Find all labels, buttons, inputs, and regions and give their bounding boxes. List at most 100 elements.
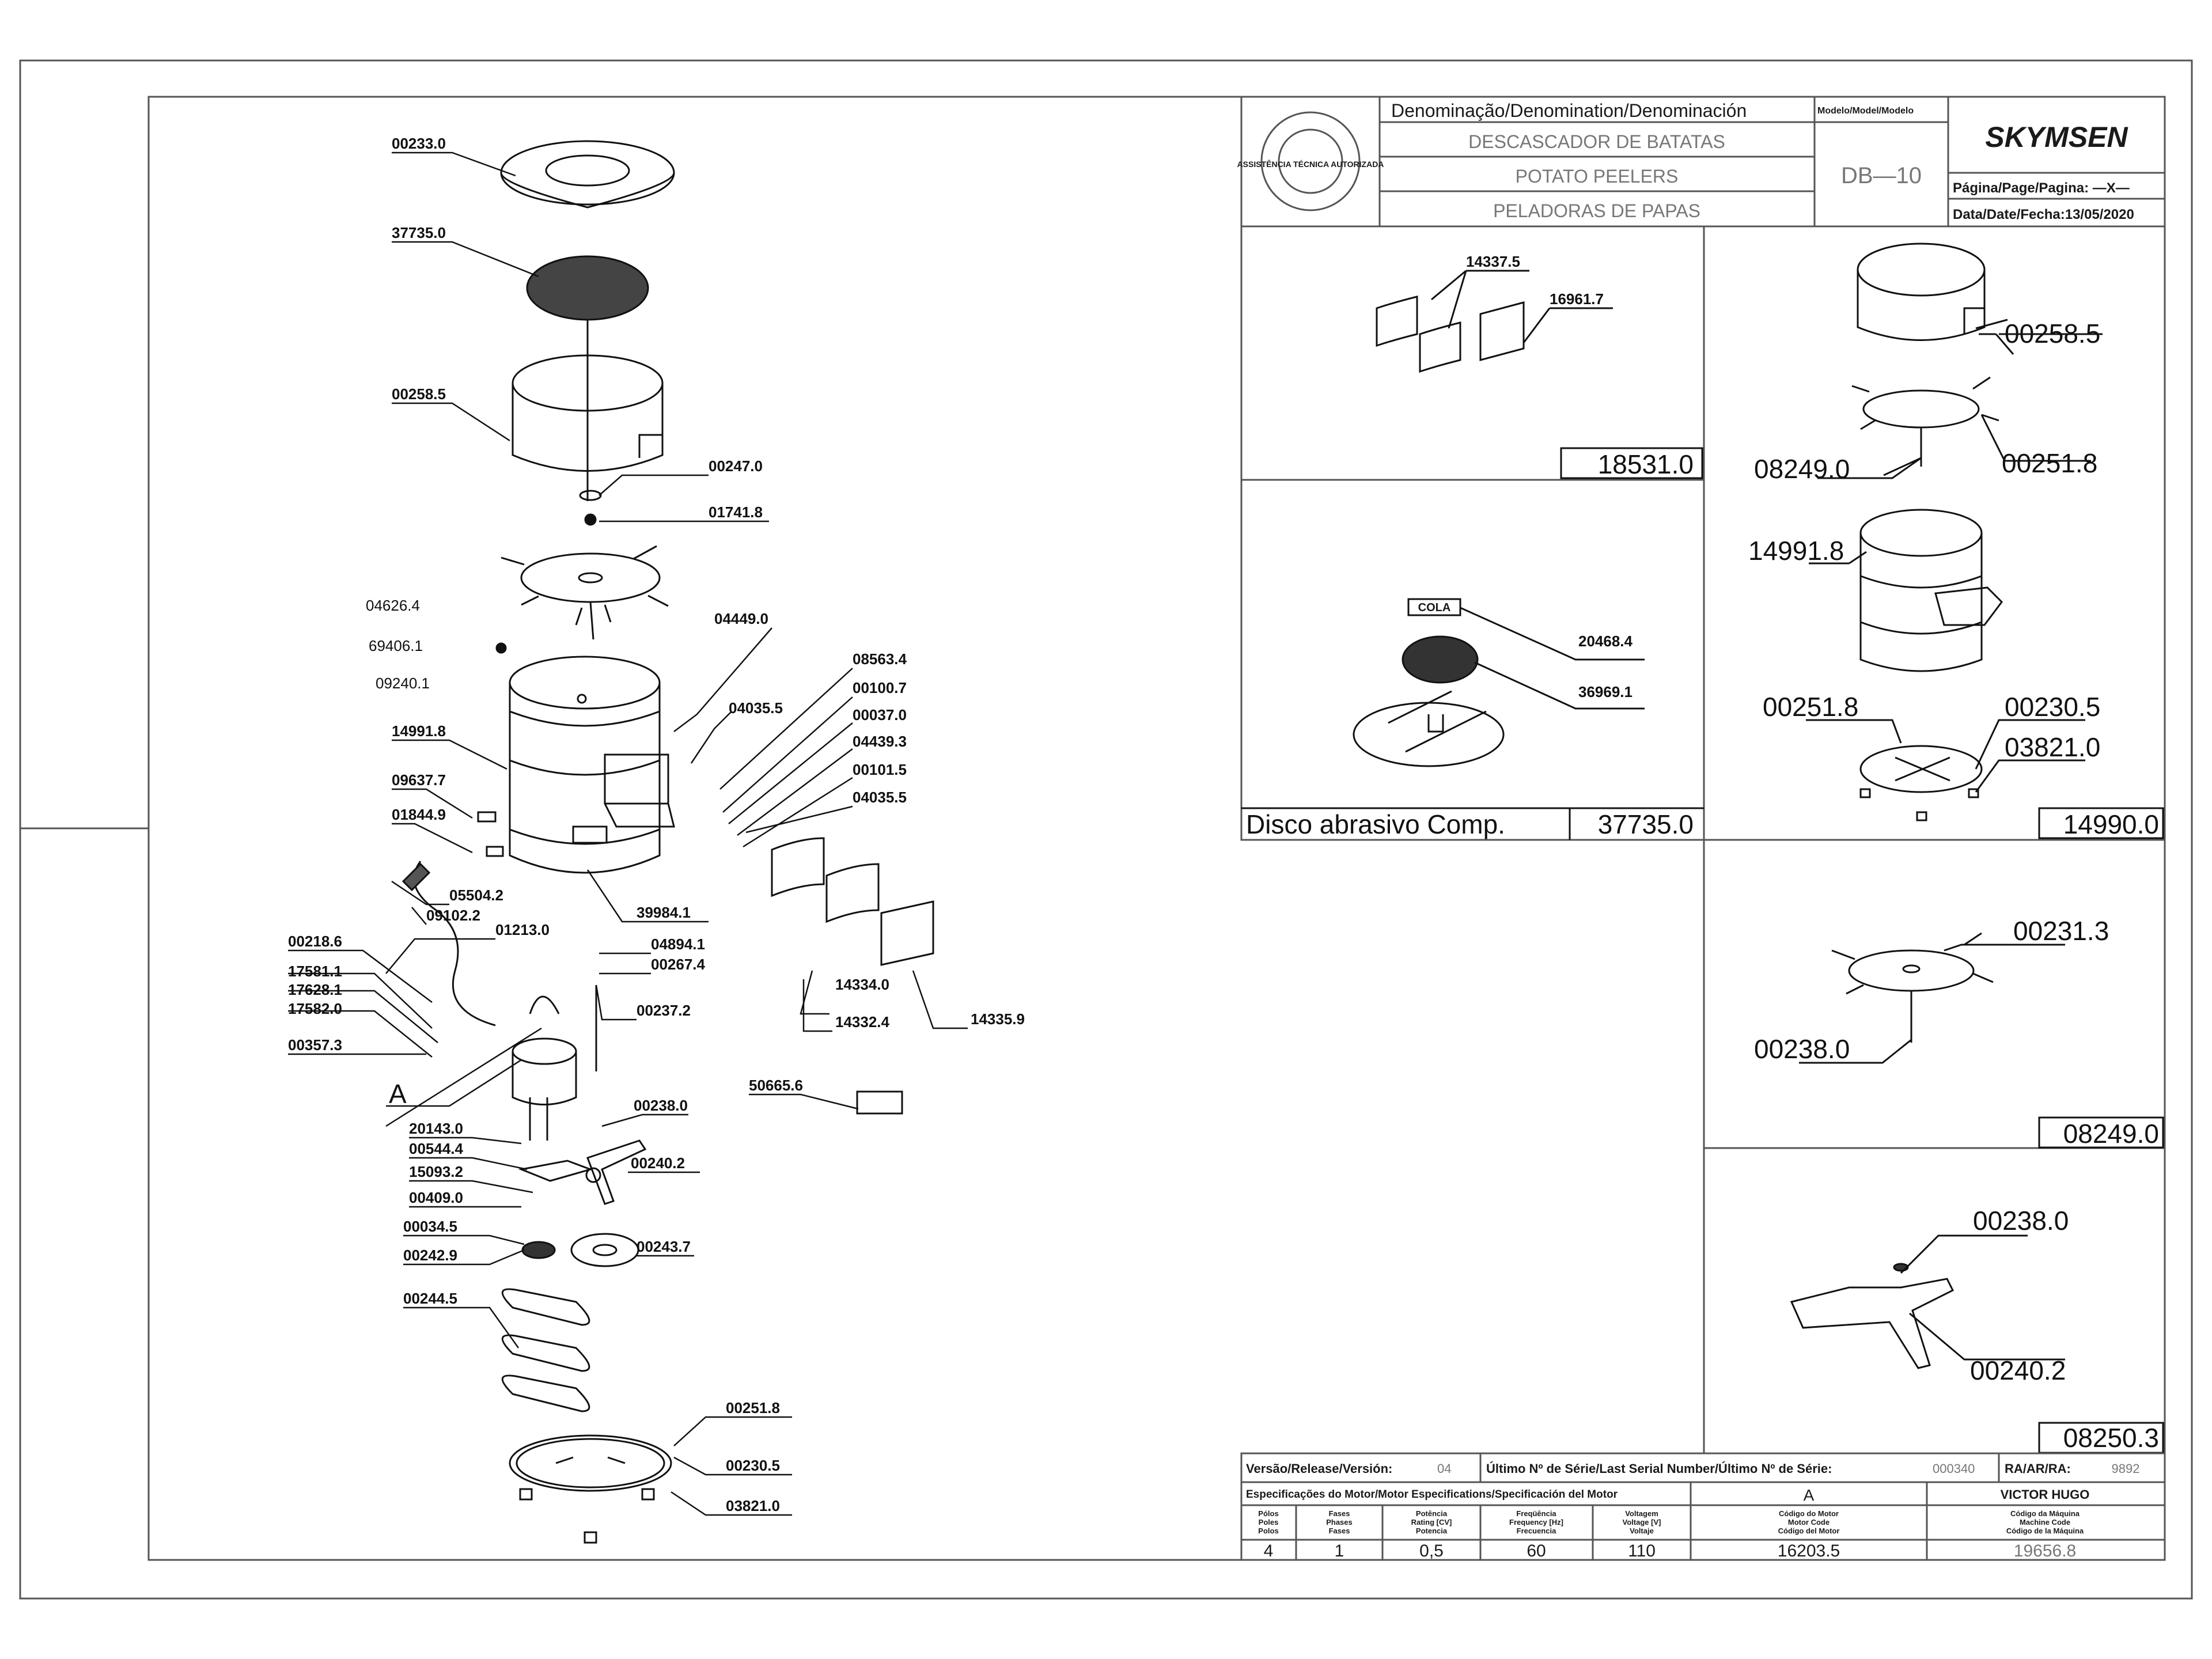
part-label: 20468.4	[1578, 632, 1633, 650]
phases-value: 1	[1335, 1541, 1344, 1560]
spec-cell-text: Poles	[1259, 1518, 1279, 1527]
spec-cell-text: Potência	[1416, 1509, 1448, 1518]
part-label: 00242.9	[403, 1247, 457, 1264]
part-label: 00258.5	[392, 385, 446, 403]
inner-frame	[147, 96, 2166, 1561]
part-label: 08249.0	[1754, 454, 1850, 484]
spec-table-text: Versão/Release/Versión: 04 Último Nº de …	[1246, 1461, 2139, 1560]
kit-code: 14990.0	[2063, 809, 2159, 839]
part-label: 00218.6	[288, 933, 342, 950]
frequency-value: 60	[1527, 1541, 1546, 1560]
part-label: 03821.0	[2005, 732, 2100, 762]
part-label: 17581.1	[288, 963, 342, 980]
denomination-header: Denominação/Denomination/Denominación	[1391, 100, 1747, 121]
title-block	[1240, 96, 2166, 228]
part-label: 08563.4	[853, 650, 907, 668]
kit-08249-labels: 00231.3 00238.0 08249.0	[1754, 916, 2159, 1149]
part-label: 39984.1	[637, 904, 691, 921]
rating-value: 0,5	[1419, 1541, 1444, 1560]
spec-cell-text: Voltaje	[1630, 1527, 1654, 1535]
serial-label: Último Nº de Série/Last Serial Number/Úl…	[1486, 1461, 1832, 1476]
part-label: 50665.6	[749, 1077, 803, 1094]
part-label: 00251.8	[2002, 448, 2097, 478]
spec-table-grid	[1240, 1452, 2166, 1561]
kit-code: 18531.0	[1598, 449, 1694, 479]
motor-label: A	[389, 1079, 407, 1109]
spec-cell-text: Fases	[1329, 1527, 1350, 1535]
name-es: PELADORAS DE PAPAS	[1493, 200, 1700, 221]
part-label: 00238.0	[1754, 1034, 1850, 1064]
serial-value: 000340	[1933, 1461, 1975, 1476]
part-label: 04449.0	[714, 610, 768, 627]
part-label: 00230.5	[2005, 692, 2100, 722]
spec-cell-text: Código do Motor	[1779, 1509, 1839, 1518]
part-label: 00233.0	[392, 135, 446, 152]
name-pt: DESCASCADOR DE BATATAS	[1468, 131, 1725, 152]
spec-cell-text: Polos	[1258, 1527, 1278, 1535]
motor-letter: A	[1804, 1486, 1815, 1504]
part-label: 09102.2	[426, 907, 480, 924]
part-label: 09637.7	[392, 771, 446, 789]
part-label: 14991.8	[392, 722, 446, 740]
part-label: 00230.5	[726, 1457, 780, 1474]
main-part-labels: 00233.0 37735.0 00258.5 00247.0 01741.8 …	[288, 135, 1025, 1514]
part-label: 04894.1	[651, 935, 705, 953]
machine-code-value: 19656.8	[2014, 1541, 2076, 1560]
kit-14990-labels: 00258.5 08249.0 00251.8 14991.8 00251.8 …	[1748, 319, 2159, 839]
part-label: 04035.5	[729, 699, 783, 717]
outer-frame	[19, 59, 2193, 1600]
part-label: 36969.1	[1578, 683, 1633, 700]
kit-14990-drawing	[1806, 243, 2164, 839]
kit-18531-labels: 14337.5 16961.7 18531.0	[1466, 253, 1694, 479]
kit-code: 37735.0	[1598, 809, 1694, 839]
title-block-text: Denominação/Denomination/Denominación Mo…	[1237, 100, 2134, 222]
seal-text: ASSISTÊNCIA TÉCNICA AUTORIZADA	[1237, 159, 1384, 169]
part-label: 17582.0	[288, 1000, 342, 1017]
voltage-value: 110	[1628, 1541, 1656, 1560]
leader-lines	[288, 151, 968, 1516]
part-label: 04626.4	[366, 597, 420, 614]
date-label: Data/Date/Fecha:13/05/2020	[1953, 207, 2134, 222]
spec-cell-text: Código del Motor	[1778, 1527, 1840, 1535]
version-value: 04	[1437, 1461, 1451, 1476]
part-label: 03821.0	[726, 1497, 780, 1514]
version-label: Versão/Release/Versión:	[1246, 1461, 1392, 1476]
kit-37735-labels: COLA 20468.4 36969.1 Disco abrasivo Comp…	[1246, 601, 1694, 839]
part-label: 15093.2	[409, 1163, 463, 1180]
part-label: 00037.0	[853, 706, 907, 724]
spec-cell-text: Código de la Máquina	[2006, 1527, 2084, 1535]
part-label: 14334.0	[835, 976, 889, 993]
part-label: 00240.2	[1970, 1355, 2066, 1385]
brand-logo: SKYMSEN	[1985, 121, 2128, 153]
name-en: POTATO PEELERS	[1516, 166, 1679, 187]
part-label: 14991.8	[1748, 536, 1844, 566]
part-label: 00357.3	[288, 1036, 342, 1054]
part-label: 00238.0	[634, 1097, 688, 1114]
part-label: 00251.8	[726, 1399, 780, 1416]
part-label: 00231.3	[2013, 916, 2109, 946]
spec-cell-text: Voltagem	[1625, 1509, 1658, 1518]
spec-cell-text: Freqüência	[1516, 1509, 1556, 1518]
part-label: 00267.4	[651, 956, 706, 973]
part-label: 20143.0	[409, 1120, 463, 1137]
spec-cell-text: Rating [CV]	[1411, 1518, 1452, 1527]
part-label: 17628.1	[288, 981, 342, 998]
part-label: 00034.5	[403, 1218, 457, 1235]
part-label: 16961.7	[1550, 290, 1604, 308]
technician: VICTOR HUGO	[2001, 1487, 2090, 1502]
part-label: 00544.4	[409, 1140, 464, 1157]
spec-cell-text: Frecuencia	[1517, 1527, 1556, 1535]
panel-grid	[1240, 225, 2166, 1455]
part-label: 69406.1	[369, 637, 423, 654]
part-label: 00247.0	[709, 457, 763, 475]
model-code: DB—10	[1841, 163, 1922, 188]
kit-title: Disco abrasivo Comp.	[1246, 809, 1505, 839]
kit-08250-labels: 00238.0 00240.2 08250.3	[1970, 1206, 2159, 1453]
part-label: 14337.5	[1466, 253, 1520, 270]
kit-08250-drawing	[1790, 1234, 2164, 1454]
part-label: 09240.1	[376, 675, 430, 692]
poles-value: 4	[1264, 1541, 1274, 1560]
part-label: 01213.0	[495, 921, 550, 938]
exploded-view	[402, 140, 934, 1544]
